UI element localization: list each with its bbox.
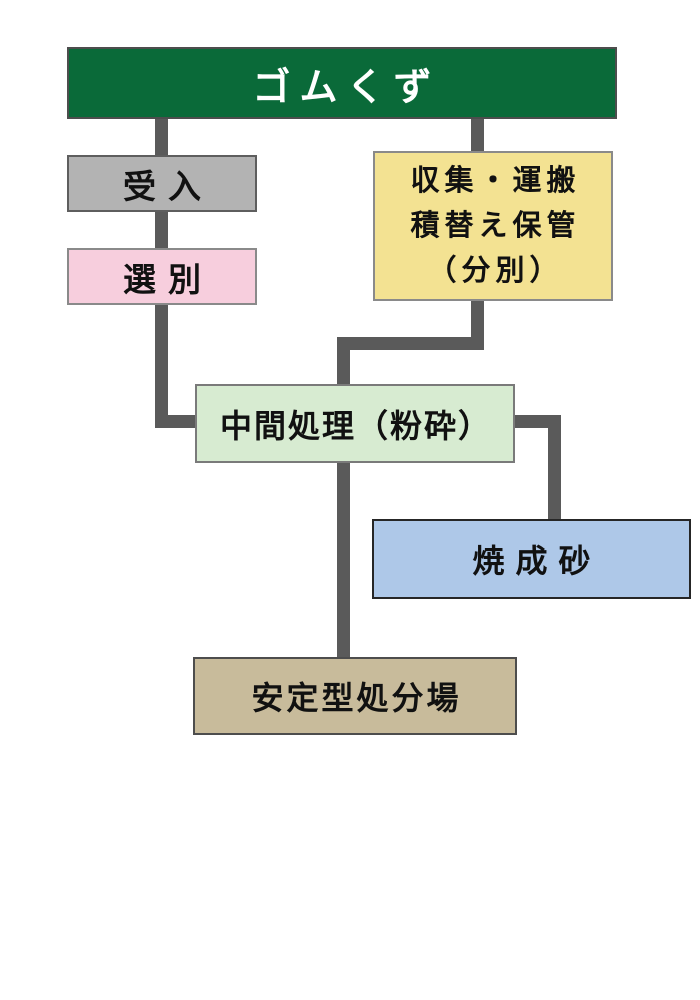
node-acceptance-label: 受入 (123, 167, 213, 205)
connector-collection-horizontal-segment (337, 337, 484, 350)
node-rubber-scrap: ゴムくず (67, 47, 617, 119)
connector-sorting-down-segment (155, 303, 168, 428)
node-collection-transport: 収集・運搬 積替え保管 （分別） (373, 151, 613, 301)
node-intermediate-processing: 中間処理（粉砕） (195, 384, 515, 463)
connector-source-to-collection (471, 117, 484, 153)
node-calcined-sand-label: 焼成砂 (472, 543, 602, 579)
connector-acceptance-to-sorting (155, 210, 168, 250)
node-collection-transport-line2: 積替え保管 (410, 209, 581, 242)
node-rubber-scrap-label: ゴムくず (252, 66, 441, 109)
connector-intermediate-to-sand-segment (548, 415, 561, 521)
connector-collection-to-intermediate-segment (337, 337, 350, 386)
node-stable-landfill: 安定型処分場 (193, 657, 517, 735)
node-sorting: 選別 (67, 248, 257, 305)
node-acceptance: 受入 (67, 155, 257, 212)
connector-intermediate-to-landfill (337, 461, 350, 659)
node-stable-landfill-label: 安定型処分場 (251, 680, 462, 716)
connector-source-to-acceptance (155, 117, 168, 157)
node-sorting-label: 選別 (123, 260, 213, 298)
node-collection-transport-line1: 収集・運搬 (410, 164, 581, 197)
node-calcined-sand: 焼成砂 (372, 519, 691, 599)
node-collection-transport-line3: （分別） (427, 254, 564, 287)
node-intermediate-processing-label: 中間処理（粉砕） (219, 407, 492, 444)
connector-sorting-to-intermediate-segment (155, 415, 197, 428)
